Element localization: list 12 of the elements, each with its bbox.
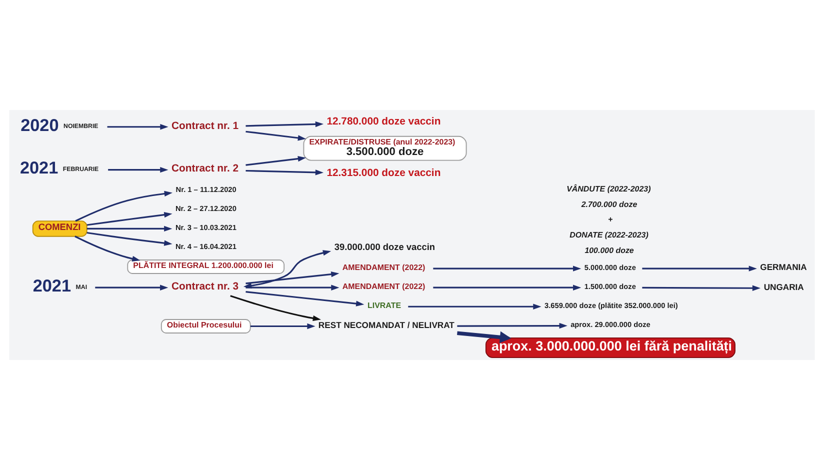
node-text: 2021	[20, 157, 58, 178]
node-text: 2020	[20, 114, 59, 134]
node-text: Contract nr. 2	[172, 163, 239, 174]
node-text: REST NECOMANDAT / NELIVRAT	[318, 319, 454, 330]
node-text: 2021	[32, 275, 72, 296]
node-text: GERMANIA	[760, 262, 807, 272]
node-text: 12.780.000 doze vaccin	[326, 116, 441, 127]
node-text: Contract nr. 1	[172, 120, 239, 132]
node-text: Contract nr. 3	[172, 281, 239, 292]
node-text: UNGARIA	[764, 281, 804, 292]
node-text: 12.315.000 doze vaccin	[326, 168, 441, 179]
node-text: 39.000.000 doze vaccin	[334, 241, 436, 252]
